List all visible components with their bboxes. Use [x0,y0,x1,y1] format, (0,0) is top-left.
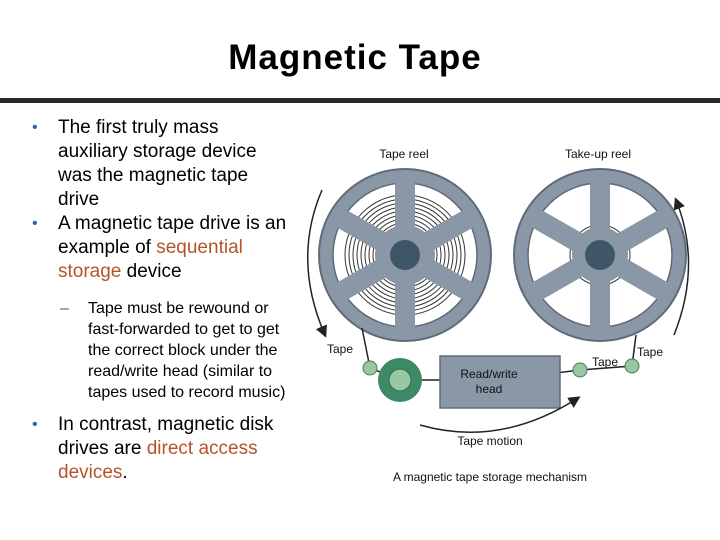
bullet-list: • The first truly mass auxiliary storage… [30,116,292,485]
bullet-item: • The first truly mass auxiliary storage… [30,116,292,212]
bullet-marker: • [32,215,38,232]
tape-motion-arrow [419,396,581,433]
takeup-reel [513,168,687,342]
tape-reel-label: Tape reel [379,147,428,161]
reel-hub [585,240,615,270]
highlight-term: direct access devices [58,438,258,483]
bullet-item: • A magnetic tape drive is an example of… [30,212,292,284]
bullet-text: device [121,261,182,282]
bullet-item: • In contrast, magnetic disk drives are … [30,413,292,485]
highlight-term: sequential storage [58,237,243,282]
tape-label: Tape [327,342,353,356]
slide-title: Magnetic Tape [228,38,482,77]
figure-caption: A magnetic tape storage mechanism [393,470,587,484]
tape-motion-label: Tape motion [457,434,522,448]
bullet-text: The first truly mass auxiliary storage d… [58,117,257,210]
guide-roller [572,362,588,378]
sub-bullet-item: – Tape must be rewound or fast-forwarded… [30,298,292,403]
tape-label: Tape [637,345,663,359]
tape-label: Tape [592,355,618,369]
takeup-reel-label: Take-up reel [565,147,631,161]
guide-roller [624,358,640,374]
title-divider [0,98,720,103]
sub-bullet-text: Tape must be rewound or fast-forwarded t… [88,300,286,401]
right-rotation-arrow [673,197,690,336]
reel-hub [390,240,420,270]
bullet-text: In contrast, magnetic disk drives are [58,414,274,459]
head-label: head [476,382,503,396]
left-rotation-arrow [306,189,327,338]
tape-mechanism-diagram: Read/write head Tape reel Take-up reel T… [306,147,690,484]
guide-roller [362,360,378,376]
bullet-text: A magnetic tape drive is an example of [58,213,287,258]
tape-reel [318,168,492,342]
bullet-text: . [122,462,128,483]
bullet-marker: • [32,119,38,136]
bullet-marker: • [32,416,38,433]
head-label: Read/write [460,367,518,381]
sub-bullet-marker: – [60,300,69,317]
capstan-roller [378,358,422,402]
